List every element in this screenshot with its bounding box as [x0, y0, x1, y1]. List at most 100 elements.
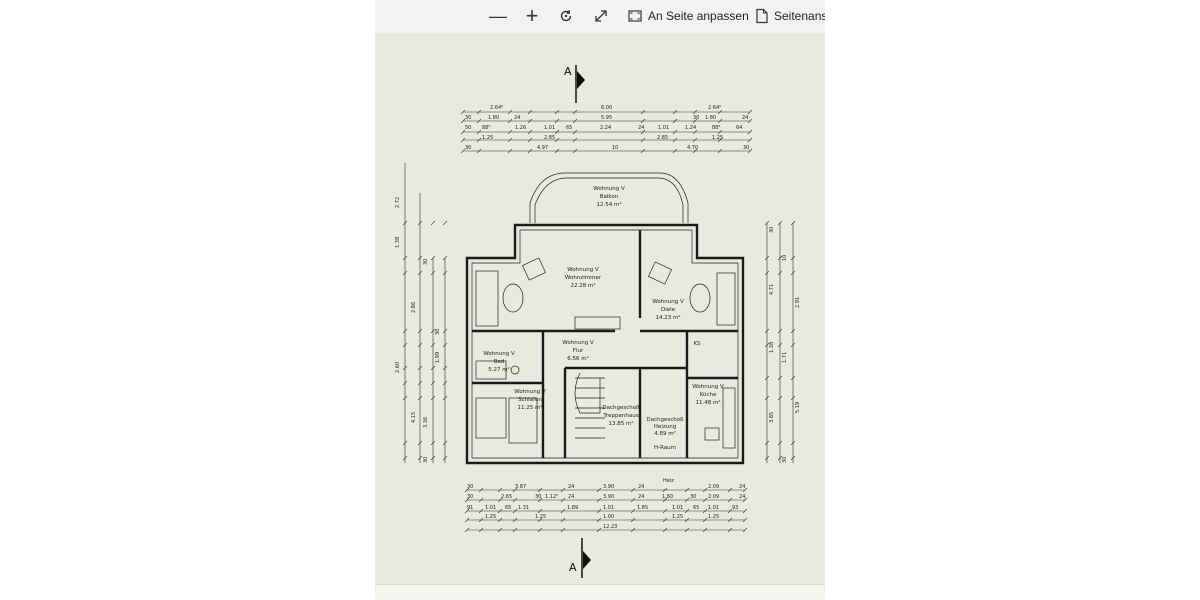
top-dim-r4-0: 1.25 — [482, 135, 493, 141]
right-dimension-chains: 30 10 4.71 2.91 1.38 1.71 3.85 5.19 30 — [764, 220, 801, 463]
bottom-dim-r3-5: 1.01 — [603, 505, 614, 511]
dimension-tick — [476, 148, 482, 154]
top-dim-r2-2: 24 — [514, 115, 520, 121]
room-wohnzimmer-line2: Wohnzimmer — [565, 275, 602, 281]
dimension-tick — [537, 497, 543, 503]
dimension-tick — [442, 328, 448, 334]
top-dim-r3-2: 1.26 — [515, 125, 526, 131]
dimension-tick — [417, 455, 423, 461]
top-dim-r2-5: 1.80 — [705, 115, 716, 121]
dimension-tick — [560, 527, 566, 533]
dimension-tick — [537, 508, 543, 514]
dimension-tick — [442, 380, 448, 386]
dimension-tick — [560, 487, 566, 493]
dimension-tick — [747, 129, 753, 135]
dimension-tick — [717, 129, 723, 135]
dimension-tick — [777, 270, 783, 276]
dimension-tick — [537, 517, 543, 523]
dimension-tick — [442, 365, 448, 371]
bottom-dim-r3-0: 91 — [467, 505, 473, 511]
dimension-tick — [764, 342, 770, 348]
bottom-dim-r2-2: 30 — [535, 494, 541, 500]
dimension-tick — [764, 455, 770, 461]
zoom-in-button[interactable]: + — [521, 5, 543, 27]
dimension-tick — [777, 220, 783, 226]
left-dim-0: 2.72 — [395, 197, 401, 208]
dimension-tick — [777, 395, 783, 401]
bottom-dim-r2-3: 1.12⁵ — [545, 494, 558, 500]
room-treppenhaus-line2: Treppenhaus — [602, 413, 638, 419]
bottom-dim-r4-3: 1.25 — [672, 514, 683, 520]
dimension-tick — [417, 365, 423, 371]
section-label-top: A — [564, 65, 572, 78]
page-view-button[interactable]: Seitenansi — [755, 5, 825, 27]
zoom-out-button[interactable]: — — [487, 5, 509, 27]
right-dim-8: 30 — [782, 457, 788, 463]
dimension-tick — [560, 508, 566, 514]
top-dim-r2-3: 5.95 — [601, 115, 612, 121]
dimension-tick — [537, 527, 543, 533]
room-heizung-line2: Heizung — [654, 424, 676, 430]
rotate-button[interactable] — [555, 5, 577, 27]
horizontal-scrollbar[interactable] — [375, 584, 825, 600]
bottom-dim-r1-0: 30 — [467, 484, 473, 490]
dimension-tick — [727, 497, 733, 503]
dimension-tick — [402, 342, 408, 348]
room-labels: Wohnung V Wohnzimmer 22.28 m² Wohnung V … — [483, 267, 724, 451]
dimension-tick — [764, 375, 770, 381]
rotate-icon — [560, 10, 572, 22]
left-dim-7: 4.15 — [411, 412, 417, 423]
dimension-tick — [742, 487, 748, 493]
top-dim-r3-1: 88⁵ — [482, 125, 490, 131]
dimension-tick — [702, 487, 708, 493]
dimension-tick — [662, 517, 668, 523]
dimension-tick — [430, 365, 436, 371]
dimension-tick — [777, 440, 783, 446]
dimension-tick — [442, 342, 448, 348]
dimension-tick — [662, 508, 668, 514]
top-dim-r4-3: 1.25 — [712, 135, 723, 141]
dimension-tick — [464, 517, 470, 523]
dimension-tick — [764, 395, 770, 401]
dimension-tick — [777, 375, 783, 381]
left-dim-2: 30 — [423, 259, 429, 265]
top-dim-r3-8: 1.24 — [685, 125, 696, 131]
room-heizung-line1: Dachgeschoß — [646, 417, 684, 423]
dimension-tick — [497, 527, 503, 533]
bottom-dim-r4-1: 1.25 — [535, 514, 546, 520]
bottom-dim-r3-1: 1.01 — [485, 505, 496, 511]
top-dim-r2-0: 30 — [465, 115, 471, 121]
dimension-tick — [417, 440, 423, 446]
dimension-tick — [478, 517, 484, 523]
room-flur-line1: Wohnung V — [562, 340, 594, 346]
dimension-tick — [790, 375, 796, 381]
dimension-tick — [430, 342, 436, 348]
bottom-dim-r3-10: 93 — [732, 505, 738, 511]
section-label-bottom: A — [569, 561, 577, 574]
dimension-tick — [572, 118, 578, 124]
dimension-tick — [572, 137, 578, 143]
bottom-dim-r1-1: 3.87 — [515, 484, 526, 490]
dimension-tick — [507, 137, 513, 143]
bottom-dim-r1-2: 24 — [568, 484, 574, 490]
dimension-tick — [464, 508, 470, 514]
dimension-tick — [790, 220, 796, 226]
top-dim-r3-7: 1.01 — [658, 125, 669, 131]
dimension-tick — [402, 395, 408, 401]
fit-page-button[interactable]: An Seite anpassen — [627, 5, 749, 27]
right-dim-6: 3.85 — [769, 412, 775, 423]
dimension-tick — [476, 118, 482, 124]
dimension-tick — [417, 328, 423, 334]
room-ks: KS — [693, 341, 701, 347]
dimension-tick — [717, 137, 723, 143]
fullscreen-button[interactable] — [590, 5, 612, 27]
dimension-tick — [684, 517, 690, 523]
dimension-tick — [512, 497, 518, 503]
dimension-tick — [417, 342, 423, 348]
bottom-dim-r2-4: 24 — [568, 494, 574, 500]
floor-plan-drawing: A 2.64⁶ 6.00 2.64⁶ 30 1.80 24 5.95 30 — [395, 65, 801, 578]
room-balkon-line2: Balkon — [600, 194, 619, 200]
dimension-tick — [640, 118, 646, 124]
top-dim-r2-4: 30 — [693, 115, 699, 121]
dimension-tick — [596, 497, 602, 503]
